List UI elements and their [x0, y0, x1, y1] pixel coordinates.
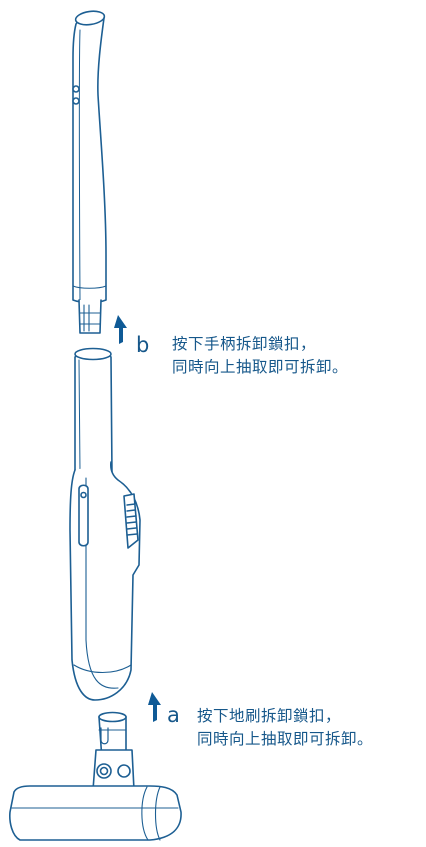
arrow-up-b-icon [114, 315, 127, 344]
step-a-letter: a [167, 703, 180, 727]
step-b-letter: b [136, 333, 150, 357]
arrow-up-a-icon [148, 692, 161, 722]
step-a-line1: 按下地刷拆卸鎖扣， [197, 707, 342, 725]
step-a-text: 按下地刷拆卸鎖扣， 同時向上抽取即可拆卸。 [197, 705, 373, 751]
main-body [69, 347, 141, 701]
step-b-line2: 同時向上抽取即可拆卸。 [172, 358, 349, 376]
step-a-line2: 同時向上抽取即可拆卸。 [197, 730, 374, 748]
floor-brush [9, 711, 182, 841]
handle-wand [72, 10, 107, 334]
step-b-text: 按下手柄拆卸鎖扣， 同時向上抽取即可拆卸。 [172, 333, 348, 379]
step-b-line1: 按下手柄拆卸鎖扣， [172, 335, 317, 353]
